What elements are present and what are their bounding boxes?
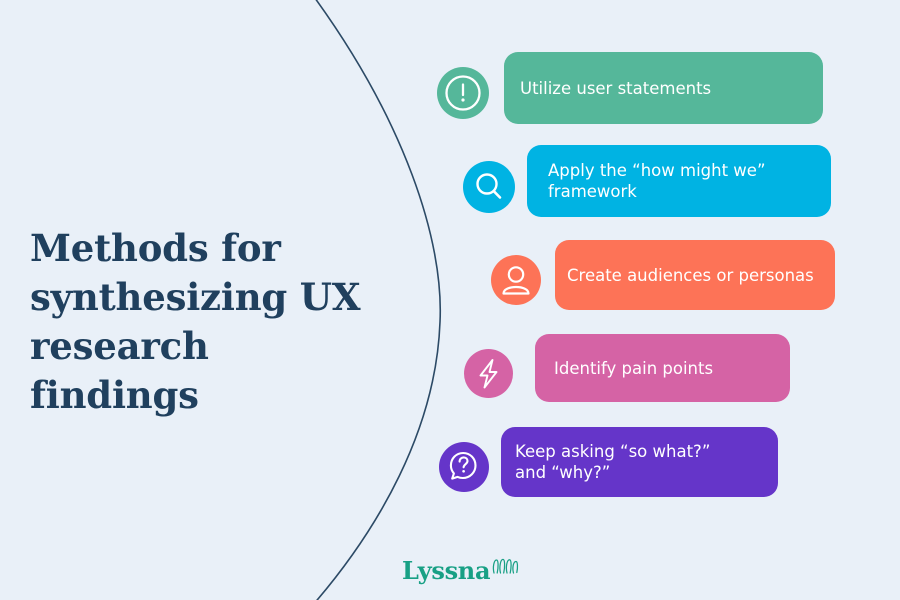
page-title: Methods for synthesizing UX research fin… (30, 226, 361, 417)
user-icon (491, 254, 541, 305)
list-item-label: Utilize user statements (520, 78, 712, 98)
list-item-label: Identify pain points (554, 358, 714, 378)
list-item-pill[interactable]: Utilize user statements (504, 52, 823, 124)
list-item: Create audiences or personas (491, 240, 835, 310)
search-icon (463, 160, 515, 213)
list-item-pill[interactable]: Create audiences or personas (555, 240, 835, 310)
alert-circle-icon (437, 67, 489, 119)
list-item-label: Apply the “how might we” framework (548, 161, 766, 201)
list-item-pill[interactable]: Apply the “how might we” framework (527, 145, 831, 217)
brand-logo[interactable]: Lyssna (402, 557, 521, 583)
squiggle-wave-mark (491, 557, 521, 580)
list-item-pill[interactable]: Identify pain points (535, 334, 790, 402)
list-item-pill[interactable]: Keep asking “so what?” and “why?” (501, 427, 778, 497)
lightning-bolt-icon (464, 348, 513, 398)
list-item-label: Create audiences or personas (567, 265, 814, 285)
list-item: Identify pain points (464, 334, 790, 402)
list-item: Apply the “how might we” framework (463, 145, 831, 217)
brand-wordmark: Lyssna (402, 556, 491, 585)
question-chat-icon (439, 442, 489, 492)
list-item: Utilize user statements (437, 52, 823, 124)
list-item: Keep asking “so what?” and “why?” (439, 427, 778, 497)
list-item-label: Keep asking “so what?” and “why?” (515, 442, 711, 482)
